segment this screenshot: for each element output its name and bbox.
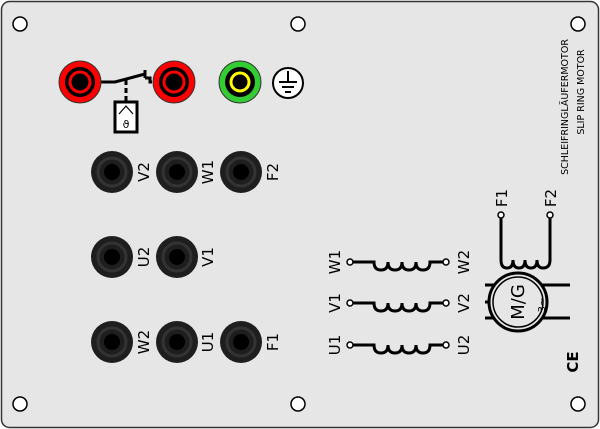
ground-jack[interactable]	[218, 60, 262, 104]
red-jack-1[interactable]	[58, 60, 102, 104]
motor-label: M/G	[508, 284, 529, 320]
jack-label: U2	[135, 247, 153, 268]
rotor-winding	[497, 211, 554, 270]
jack-label: F1	[264, 333, 282, 351]
screw-hole-icon	[12, 396, 28, 412]
thermal-switch-arrow-icon	[118, 105, 134, 115]
jack-v2[interactable]	[89, 149, 135, 195]
jack-label: V1	[199, 247, 217, 267]
winding-label: U2	[455, 335, 473, 356]
jack-f2[interactable]	[218, 149, 264, 195]
jack-label: W2	[135, 330, 153, 354]
winding-label: W2	[455, 250, 473, 274]
ce-mark: CE	[564, 351, 582, 372]
switch-contact	[100, 70, 152, 84]
jack-w2[interactable]	[89, 319, 135, 365]
motor-symbol	[485, 271, 570, 333]
screw-hole-icon	[12, 16, 28, 32]
winding-label: V1	[326, 293, 344, 313]
rotor-label: F2	[542, 189, 560, 207]
jack-u2[interactable]	[89, 234, 135, 280]
screw-holes	[12, 16, 586, 412]
jack-u1[interactable]	[154, 319, 200, 365]
screw-hole-icon	[570, 396, 586, 412]
jack-label: V2	[135, 162, 153, 182]
winding-label: W1	[326, 250, 344, 274]
jack-label: U1	[199, 332, 217, 353]
thermal-switch-symbol: ϑ	[123, 118, 130, 131]
screw-hole-icon	[570, 16, 586, 32]
red-jack-2[interactable]	[152, 60, 196, 104]
thermal-switch-box	[113, 100, 139, 134]
rotor-label: F1	[493, 189, 511, 207]
earth-icon	[272, 67, 304, 99]
jack-label: F2	[264, 163, 282, 181]
title-english: SLIP RING MOTOR	[576, 49, 587, 135]
winding-label: U1	[326, 335, 344, 356]
winding-label: V2	[455, 293, 473, 313]
jack-label: W1	[199, 160, 217, 184]
title-german: SCHLEIFRINGLÄUFERMOTOR	[560, 39, 571, 175]
screw-hole-icon	[290, 16, 306, 32]
jack-f1[interactable]	[218, 319, 264, 365]
jack-v1[interactable]	[154, 234, 200, 280]
motor-phase: 3~	[537, 298, 548, 313]
jack-w1[interactable]	[154, 149, 200, 195]
screw-hole-icon	[290, 396, 306, 412]
